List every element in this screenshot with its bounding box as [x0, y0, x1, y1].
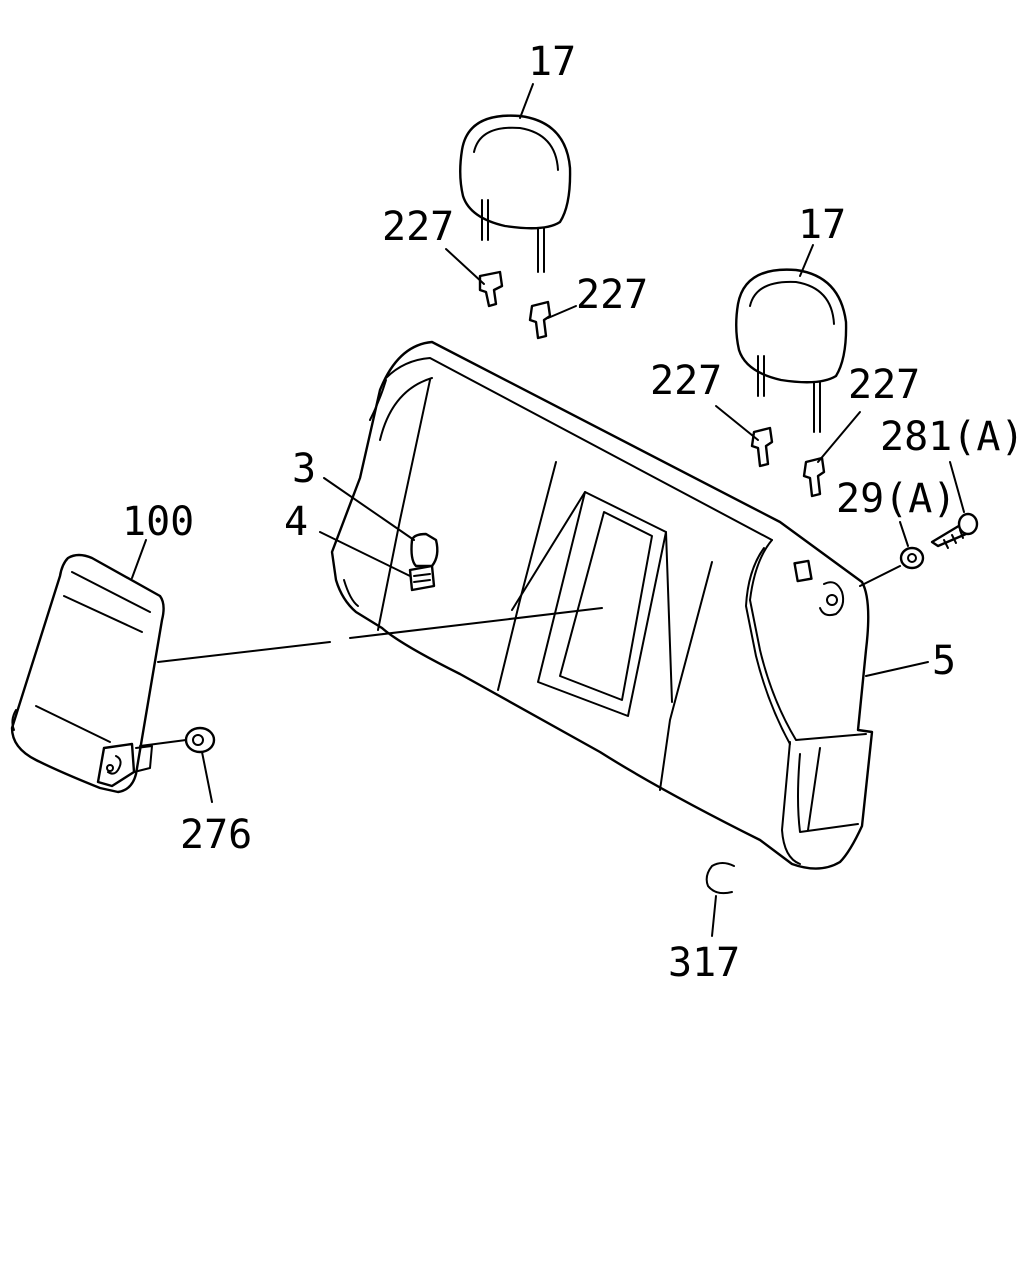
- leader-lines: [131, 83, 965, 937]
- guide-227-b[interactable]: [528, 300, 552, 340]
- label-100: 100: [122, 499, 194, 545]
- seat-back[interactable]: [330, 340, 874, 870]
- nut-29a[interactable]: [899, 546, 925, 570]
- label-5: 5: [932, 638, 956, 684]
- label-29a: 29(A): [836, 476, 956, 522]
- label-17-right: 17: [798, 202, 846, 248]
- label-227-a: 227: [382, 204, 454, 250]
- label-281a: 281(A): [880, 414, 1024, 460]
- guide-227-c[interactable]: [750, 426, 774, 468]
- label-4: 4: [284, 499, 308, 545]
- clip-part-4[interactable]: [408, 564, 436, 592]
- label-227-d: 227: [848, 362, 920, 408]
- guide-227-a[interactable]: [478, 270, 504, 308]
- label-227-c: 227: [650, 358, 722, 404]
- seatback-board-100[interactable]: [10, 553, 165, 794]
- headrest-right[interactable]: [735, 268, 848, 433]
- label-317: 317: [668, 940, 740, 986]
- bolt-281a[interactable]: [930, 512, 979, 549]
- clip-317[interactable]: [705, 862, 735, 895]
- guide-227-d[interactable]: [802, 456, 826, 498]
- clip-part-3[interactable]: [410, 532, 439, 568]
- label-276: 276: [180, 812, 252, 858]
- label-3: 3: [292, 446, 316, 492]
- label-227-b: 227: [576, 272, 648, 318]
- callout-labels: 17 17 227 227 227 227 281(A) 29(A) 3 4 1…: [122, 39, 1024, 986]
- label-17-left: 17: [528, 39, 576, 85]
- nut-276[interactable]: [184, 726, 216, 754]
- headrest-left[interactable]: [459, 114, 572, 273]
